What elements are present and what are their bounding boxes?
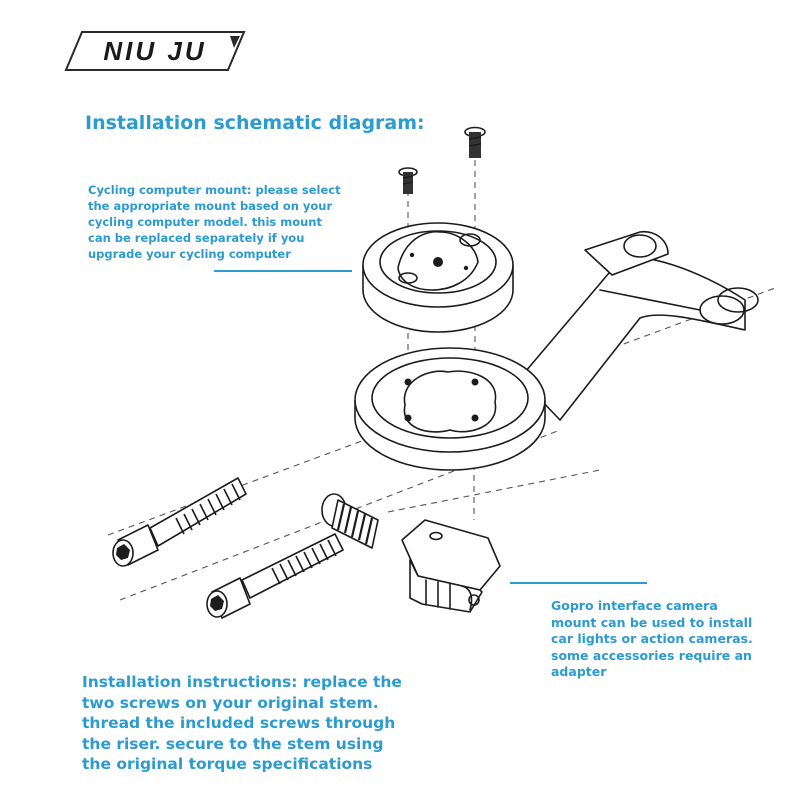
gopro-description-line: mount can be used to install [551, 614, 753, 630]
logo-frame [64, 31, 246, 71]
short-screw [321, 493, 379, 549]
instructions-line: thread the included screws through [82, 714, 396, 732]
logo-text: NIU JU [103, 36, 207, 66]
gopro-description-line: adapter [551, 664, 607, 679]
long-bolt-lower [206, 533, 344, 619]
gopro-callout-line [510, 582, 647, 584]
installation-instructions: Installation instructions: replace the t… [82, 672, 402, 775]
mount-description-line: can be replaced separately if you [88, 231, 305, 245]
mount-description-line: Cycling computer mount: please select [88, 183, 341, 197]
mount-callout-line [214, 270, 352, 272]
mount-screw-left [398, 167, 418, 194]
instructions-line: two screws on your original stem. [82, 693, 379, 712]
instructions-line: the riser. secure to the stem using [82, 734, 384, 753]
instructions-line: Installation instructions: replace the [82, 673, 402, 691]
gopro-description-line: Gopro interface camera [551, 598, 718, 613]
brand-logo: NIU JU [64, 28, 246, 74]
long-bolt-upper [112, 477, 247, 567]
gopro-description-line: some accessories require an [551, 647, 752, 663]
mount-screw-right [464, 126, 486, 158]
gopro-description: Gopro interface camera mount can be used… [551, 598, 753, 681]
mount-description-line: the appropriate mount based on your [88, 199, 333, 213]
mount-description-line: cycling computer model. this mount [88, 215, 322, 229]
gopro-description-line: car lights or action cameras. [551, 631, 753, 646]
cycling-computer-mount [362, 222, 514, 333]
base-plate [354, 347, 546, 471]
gopro-adapter [401, 519, 501, 613]
diagram-title: Installation schematic diagram: [85, 112, 425, 134]
mount-description-line: upgrade your cycling computer [88, 247, 291, 261]
instructions-line: the original torque specifications [82, 755, 373, 773]
mount-description: Cycling computer mount: please select th… [88, 182, 341, 262]
riser-arm [519, 230, 759, 421]
